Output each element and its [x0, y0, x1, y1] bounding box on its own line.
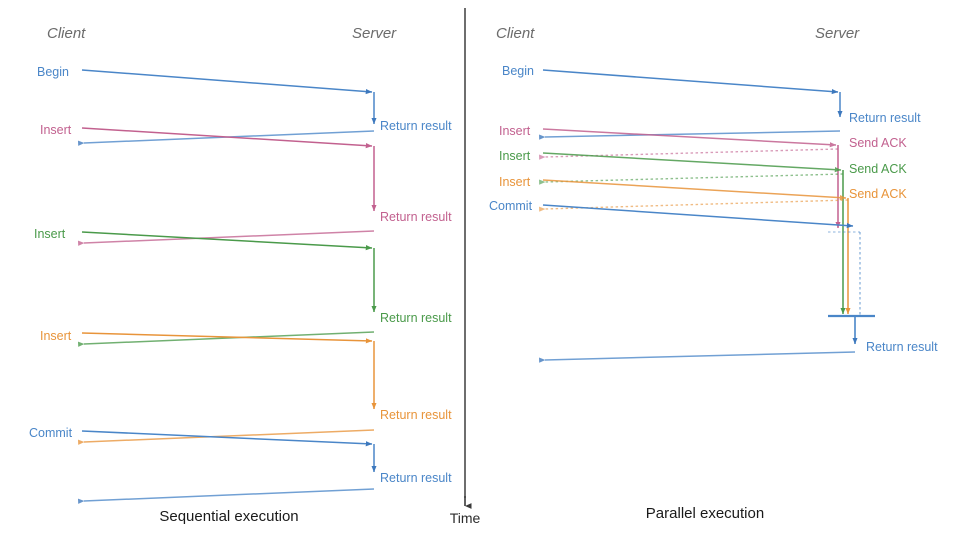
parallel-send-ack-dotted-arrow-0: [539, 148, 839, 160]
parallel-final-response-arrow: [539, 351, 856, 363]
parallel-client-label-begin: Begin: [502, 64, 534, 78]
parallel-client-label-insert-0: Insert: [499, 124, 531, 138]
parallel-send-ack-label-2: Send ACK: [849, 187, 907, 201]
parallel-begin-return-label: Return result: [849, 111, 921, 125]
parallel-panel-caption: Parallel execution: [646, 505, 764, 522]
sequential-client-lane-title: Client: [47, 25, 86, 42]
sequential-request-arrow-1: [81, 127, 373, 149]
parallel-final-return-label: Return result: [866, 340, 938, 354]
parallel-client-label-insert-2: Insert: [499, 175, 531, 189]
parallel-insert-request-arrow-2: [542, 179, 847, 201]
sequential-response-arrow-1: [77, 230, 375, 246]
sequential-server-lane-title: Server: [352, 25, 397, 42]
parallel-client-lane-title: Client: [496, 25, 535, 42]
sequential-client-label-insert-1: Insert: [40, 123, 72, 137]
sequential-panel-caption: Sequential execution: [159, 508, 298, 525]
parallel-begin-response-arrow: [539, 130, 841, 140]
sequential-response-arrow-3: [77, 429, 375, 445]
parallel-begin-request-arrow: [542, 69, 839, 95]
sequential-request-arrow-0: [81, 69, 373, 95]
sequential-client-label-begin-0: Begin: [37, 65, 69, 79]
center-divider-group: Time: [450, 8, 481, 526]
sequential-client-label-insert-3: Insert: [40, 329, 72, 343]
parallel-client-label-insert-1: Insert: [499, 149, 531, 163]
parallel-send-ack-label-0: Send ACK: [849, 136, 907, 150]
parallel-insert-request-arrow-1: [542, 152, 842, 173]
sequential-request-arrow-4: [81, 430, 373, 447]
parallel-insert-request-arrow-0: [542, 128, 837, 148]
parallel-client-label-commit: Commit: [489, 199, 533, 213]
sequential-request-arrow-2: [81, 231, 373, 251]
sequential-client-label-insert-2: Insert: [34, 227, 66, 241]
parallel-send-ack-label-1: Send ACK: [849, 162, 907, 176]
sequential-return-label-2: Return result: [380, 311, 452, 325]
sequential-return-label-3: Return result: [380, 408, 452, 422]
sequential-client-label-commit-4: Commit: [29, 426, 73, 440]
sequential-return-label-0: Return result: [380, 119, 452, 133]
parallel-commit-request-arrow: [542, 204, 854, 229]
sequential-return-label-4: Return result: [380, 471, 452, 485]
sequential-request-arrow-3: [81, 332, 373, 344]
parallel-send-ack-dotted-arrow-2: [539, 199, 849, 212]
time-axis-label: Time: [450, 510, 481, 526]
sequential-return-label-1: Return result: [380, 210, 452, 224]
sequential-response-arrow-2: [77, 331, 375, 347]
parallel-server-lane-title: Server: [815, 25, 860, 42]
sequential-response-arrow-4: [77, 488, 375, 504]
parallel-send-ack-dotted-arrow-1: [539, 173, 844, 185]
